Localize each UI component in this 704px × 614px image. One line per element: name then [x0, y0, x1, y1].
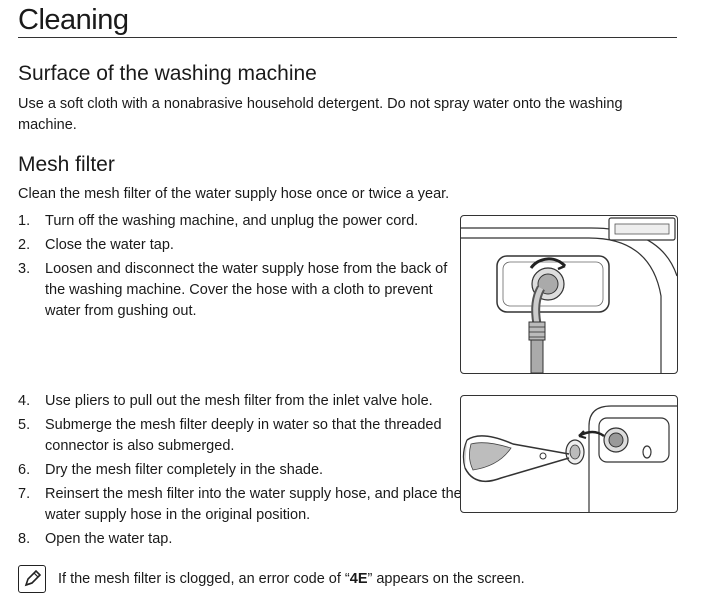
step-text: Close the water tap. [45, 237, 174, 253]
step-text: Submerge the mesh filter deeply in water… [45, 417, 442, 454]
step-text: Dry the mesh filter completely in the sh… [45, 462, 324, 478]
error-code: 4E [349, 571, 368, 587]
step-number: 7. [18, 486, 31, 502]
step-number: 6. [18, 462, 31, 478]
list-item: 5. Submerge the mesh filter deeply in wat… [18, 415, 463, 457]
note-text-after: ” appears on the screen. [367, 571, 525, 587]
step-number: 3. [18, 261, 31, 277]
note-text: If the mesh filter is clogged, an error … [58, 571, 525, 587]
mesh-filter-intro: Clean the mesh filter of the water suppl… [18, 186, 450, 202]
title-divider [18, 37, 677, 38]
steps-list-part1: 1. Turn off the washing machine, and unpl… [18, 211, 448, 325]
step-number: 5. [18, 417, 31, 433]
list-item: 8. Open the water tap. [18, 529, 463, 550]
list-item: 4. Use pliers to pull out the mesh filter… [18, 391, 463, 412]
steps-list-part2: 4. Use pliers to pull out the mesh filter… [18, 391, 463, 553]
step-text: Use pliers to pull out the mesh filter f… [45, 393, 433, 409]
step-text: Turn off the washing machine, and unplug… [45, 213, 419, 229]
step-number: 1. [18, 213, 31, 229]
note-box: If the mesh filter is clogged, an error … [18, 565, 525, 593]
section-heading-mesh-filter: Mesh filter [18, 153, 115, 176]
list-item: 3. Loosen and disconnect the water supply… [18, 259, 448, 322]
list-item: 1. Turn off the washing machine, and unpl… [18, 211, 448, 232]
step-text: Reinsert the mesh filter into the water … [45, 486, 462, 523]
list-item: 2. Close the water tap. [18, 235, 448, 256]
note-pencil-icon [18, 565, 46, 593]
list-item: 6. Dry the mesh filter completely in the … [18, 460, 463, 481]
illustration-pliers-filter [460, 395, 678, 513]
step-number: 2. [18, 237, 31, 253]
page-title: Cleaning [18, 4, 129, 36]
step-text: Open the water tap. [45, 531, 173, 547]
illustration-hose-disconnect [460, 215, 678, 374]
step-text: Loosen and disconnect the water supply h… [45, 261, 448, 319]
step-number: 8. [18, 531, 31, 547]
surface-paragraph: Use a soft cloth with a nonabrasive hous… [18, 96, 623, 133]
pliers-filter-drawing [462, 405, 677, 512]
note-text-before: If the mesh filter is clogged, an error … [58, 571, 350, 587]
step-number: 4. [18, 393, 31, 409]
section-heading-surface: Surface of the washing machine [18, 62, 317, 85]
list-item: 7. Reinsert the mesh filter into the wate… [18, 484, 463, 526]
hose-disconnect-drawing [461, 217, 677, 373]
